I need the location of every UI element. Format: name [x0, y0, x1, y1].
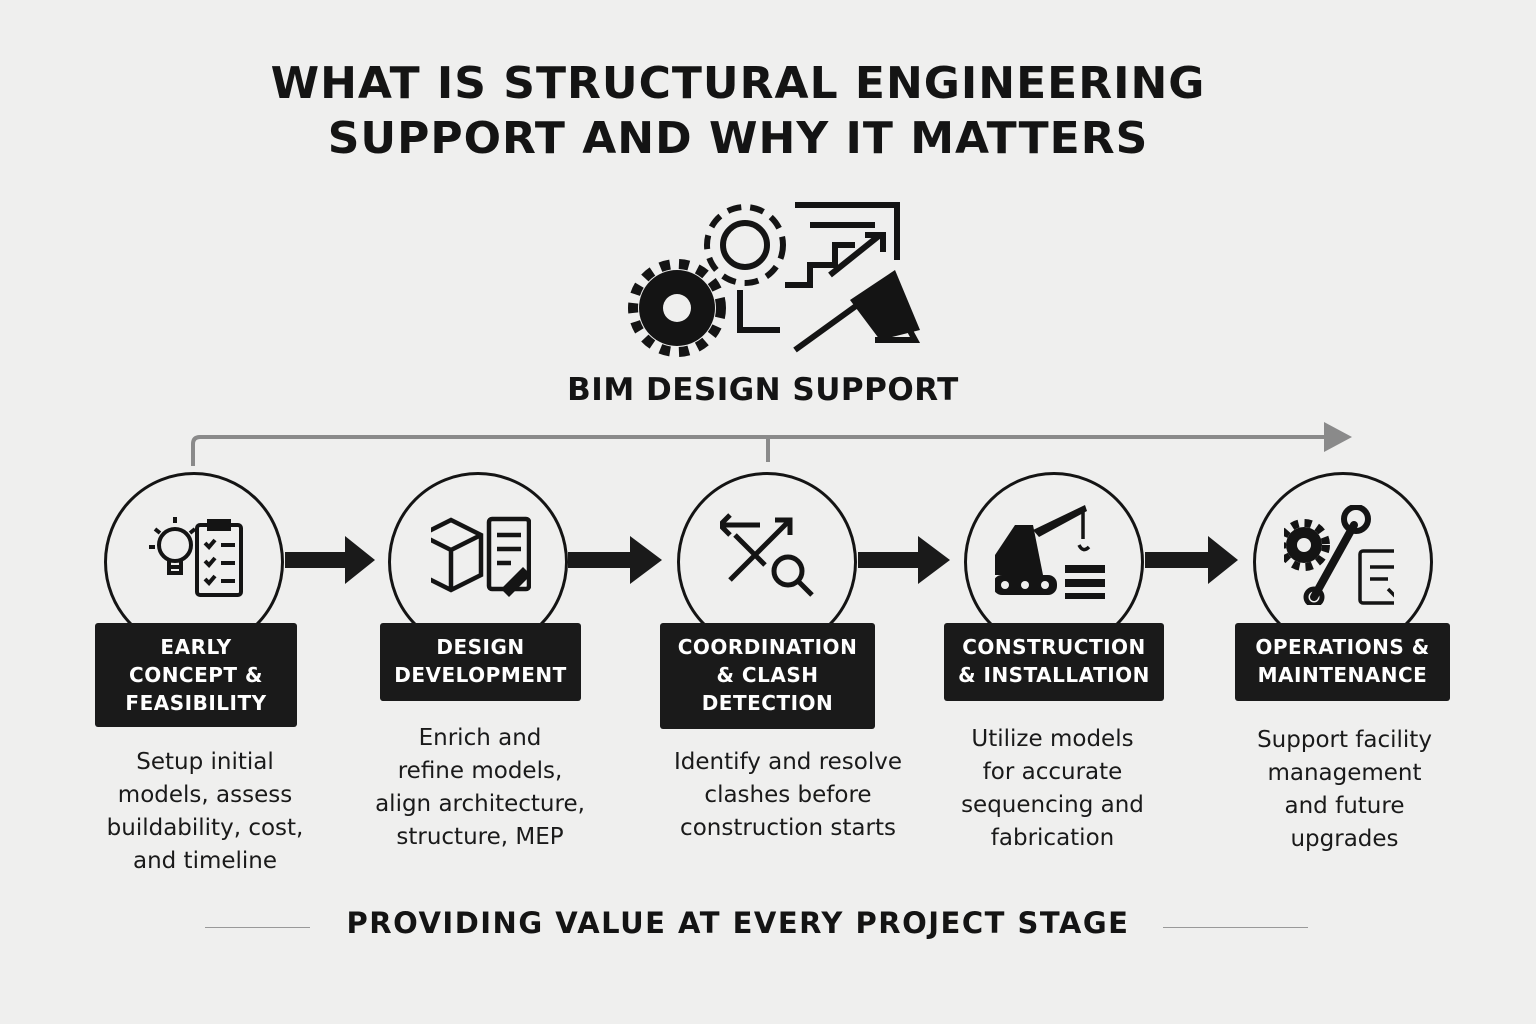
crane-icon [995, 505, 1105, 599]
label-line: COORDINATION [677, 635, 858, 659]
gears-chart-crane-icon [628, 202, 921, 357]
stage-label-early-concept: EARLY CONCEPT & FEASIBILITY [95, 623, 297, 727]
stage-description: Support facility management and future u… [1222, 724, 1467, 856]
desc-line: and timeline [132, 848, 278, 874]
footer-rule-left [205, 927, 310, 928]
stage-arrows [285, 536, 1238, 584]
desc-line: models, assess [117, 782, 293, 808]
label-line: & INSTALLATION [958, 663, 1150, 687]
stage-label-operations: OPERATIONS & MAINTENANCE [1235, 623, 1450, 701]
label-line: EARLY [160, 635, 232, 659]
desc-line: for accurate [982, 759, 1123, 785]
stage-icon-circle [388, 472, 568, 652]
desc-line: structure, MEP [396, 824, 564, 850]
stage-description: Identify and resolve clashes before cons… [658, 746, 918, 845]
desc-line: upgrades [1290, 826, 1399, 852]
desc-line: management [1267, 760, 1422, 786]
desc-line: refine models, [397, 758, 563, 784]
stage-icon-circle [1253, 472, 1433, 652]
desc-line: Enrich and [418, 725, 542, 751]
desc-line: fabrication [990, 825, 1115, 851]
cube-document-pencil-icon [431, 516, 531, 597]
desc-line: buildability, cost, [106, 815, 304, 841]
gear-wrench-checklist-icon [1284, 505, 1394, 605]
desc-line: align architecture, [375, 791, 585, 817]
label-line: CONCEPT & [129, 663, 263, 687]
label-line: DESIGN [436, 635, 525, 659]
desc-line: sequencing and [961, 792, 1144, 818]
footer-tagline: PROVIDING VALUE AT EVERY PROJECT STAGE [346, 906, 1130, 940]
desc-line: Support facility [1257, 727, 1432, 753]
label-line: & CLASH [716, 663, 819, 687]
desc-line: clashes before [704, 782, 872, 808]
label-line: FEASIBILITY [125, 691, 267, 715]
title-line-1: WHAT IS STRUCTURAL ENGINEERING [270, 58, 1206, 109]
desc-line: and future [1284, 793, 1405, 819]
timeline-arrow [191, 422, 1352, 466]
bim-design-support-label: BIM DESIGN SUPPORT [567, 372, 959, 408]
title-line-2: SUPPORT AND WHY IT MATTERS [327, 113, 1149, 164]
label-line: MAINTENANCE [1257, 663, 1428, 687]
footer-rule-right [1163, 927, 1308, 928]
stage-description: Utilize models for accurate sequencing a… [930, 723, 1175, 855]
desc-line: Setup initial [136, 749, 274, 775]
label-line: CONSTRUCTION [962, 635, 1146, 659]
stage-label-construction: CONSTRUCTION & INSTALLATION [944, 623, 1164, 701]
stage-description: Setup initial models, assess buildabilit… [85, 746, 325, 878]
desc-line: Utilize models [971, 726, 1134, 752]
desc-line: construction starts [680, 815, 896, 841]
arrows-magnifier-icon [720, 513, 814, 597]
lightbulb-checklist-icon [149, 517, 243, 597]
label-line: DEVELOPMENT [394, 663, 567, 687]
label-line: OPERATIONS & [1255, 635, 1430, 659]
desc-line: Identify and resolve [673, 749, 903, 775]
label-line: DETECTION [701, 691, 834, 715]
stage-label-design-development: DESIGN DEVELOPMENT [380, 623, 581, 701]
stage-label-coordination: COORDINATION & CLASH DETECTION [660, 623, 875, 729]
stage-description: Enrich and refine models, align architec… [355, 722, 605, 854]
stage-icon-circle [677, 472, 857, 652]
